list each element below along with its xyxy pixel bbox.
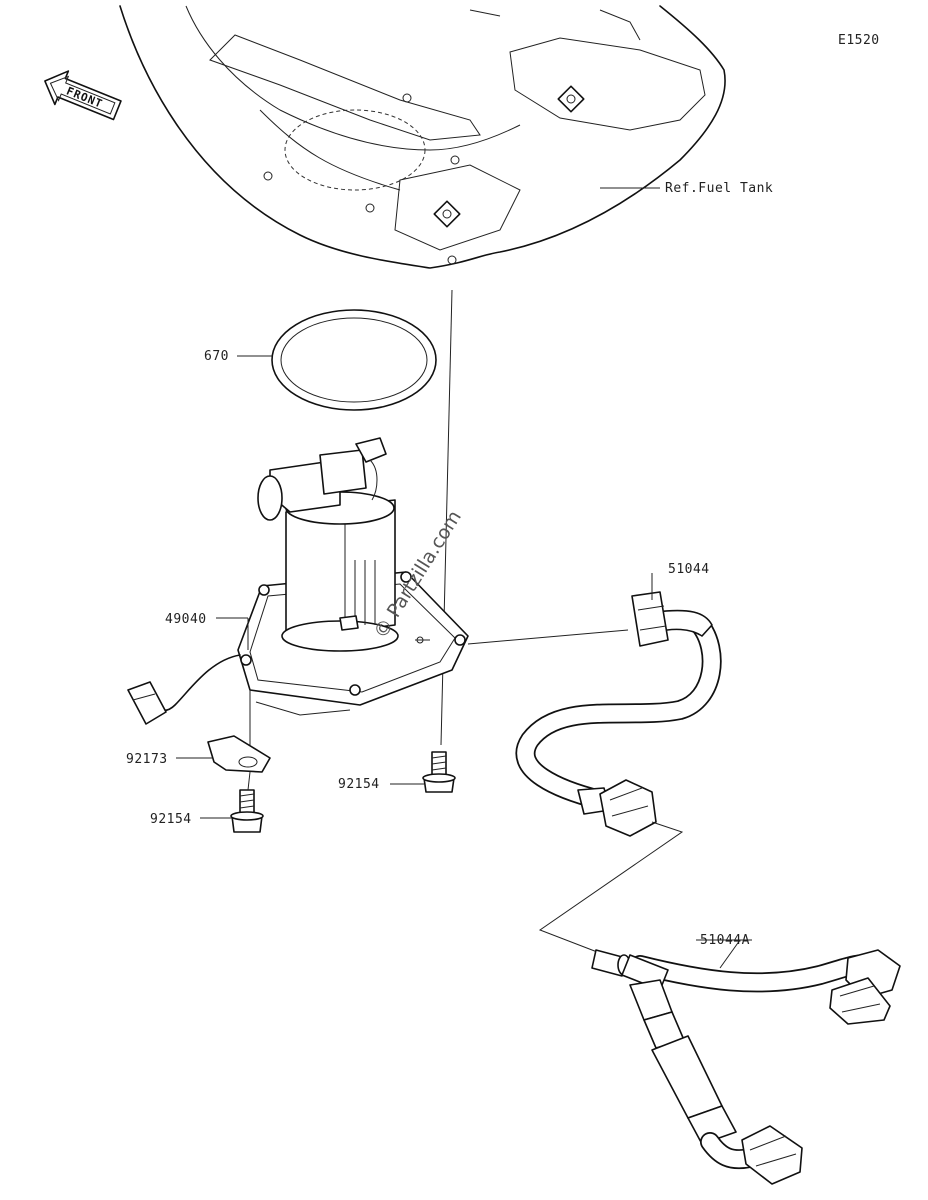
ref-fuel-tank-label: Ref.Fuel Tank <box>665 181 773 196</box>
callout-670: 670 <box>204 349 229 364</box>
callout-92154-right: 92154 <box>338 777 380 792</box>
diagram-code: E1520 <box>838 33 880 48</box>
callout-51044a: 51044A <box>700 933 750 948</box>
fuel-tank <box>119 5 726 269</box>
gasket-ring-670 <box>271 309 437 411</box>
fuel-pump-49040 <box>127 437 469 725</box>
front-arrow-icon: FRONT <box>44 70 122 121</box>
clamp-92173 <box>207 735 271 773</box>
fuel-hose-51044 <box>515 591 722 837</box>
bolt-92154-right <box>422 751 456 793</box>
callout-49040: 49040 <box>165 612 207 627</box>
bolt-92154-left <box>230 789 264 833</box>
callout-92154-left: 92154 <box>150 812 192 827</box>
fuel-hose-51044a <box>591 949 901 1185</box>
callout-51044: 51044 <box>668 562 710 577</box>
callout-92173: 92173 <box>126 752 168 767</box>
